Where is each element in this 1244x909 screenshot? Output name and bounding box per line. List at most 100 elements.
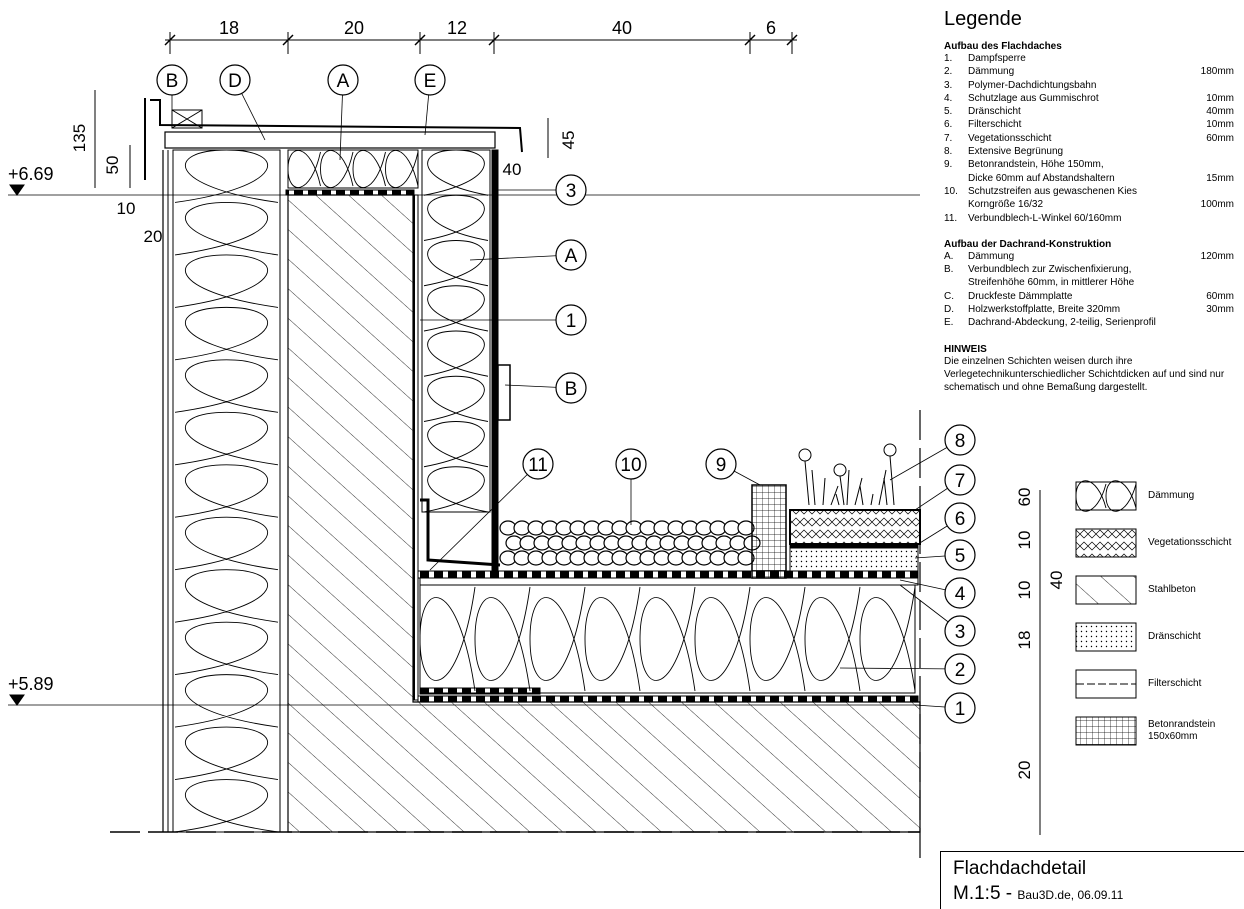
edge-layer-item-value: 60mm bbox=[1206, 290, 1234, 302]
callout-label: 1 bbox=[566, 311, 577, 332]
dimension-tick bbox=[282, 34, 294, 46]
callout-label: A bbox=[337, 71, 350, 92]
drain-symbol-label: Dränschicht bbox=[1148, 631, 1201, 642]
roof-layer-item-number: 5. bbox=[944, 106, 953, 118]
drain-symbol bbox=[1075, 622, 1137, 652]
callout-circle bbox=[156, 64, 188, 96]
roof-layer-item-value: 10mm bbox=[1206, 92, 1234, 104]
parapet-membrane bbox=[491, 149, 499, 571]
dimension-label: 135 bbox=[70, 124, 89, 152]
roof-layer-item-text: Vegetationsschicht bbox=[968, 132, 1052, 144]
edge-layer-item-number: C. bbox=[944, 290, 954, 302]
right-dimension-label: 20 bbox=[1015, 761, 1034, 780]
roof-membrane bbox=[417, 570, 919, 579]
edge-layer-item-text: Dämmung bbox=[968, 250, 1015, 262]
roof-layer-item: 1.Dampfsperre bbox=[944, 52, 1234, 65]
roof-vapour-barrier bbox=[417, 695, 919, 703]
flower bbox=[798, 448, 812, 462]
grass-blade bbox=[830, 485, 839, 506]
note-text: Die einzelnen Schichten weisen durch ihr… bbox=[944, 355, 1225, 393]
dimension-label: 45 bbox=[559, 131, 578, 150]
callout-leader bbox=[839, 667, 961, 670]
roof-layer-item-text: Dampfsperre bbox=[968, 53, 1026, 64]
dimension-tick bbox=[488, 34, 500, 46]
gravel-strip bbox=[499, 520, 761, 566]
drawing-title: Flachdachdetail bbox=[953, 858, 1087, 879]
callout-label: 9 bbox=[716, 455, 727, 476]
roof-layer-item-number: 10. bbox=[944, 185, 958, 197]
callout-circle bbox=[219, 64, 251, 96]
level-label: +6.69 bbox=[8, 164, 54, 184]
roof-layer-item-text: Dränschicht bbox=[968, 106, 1021, 118]
callout-circle bbox=[555, 239, 587, 271]
roof-layer-item-text: Betonrandstein, Höhe 150mm, Dicke 60mm a… bbox=[968, 159, 1115, 184]
flower-stem bbox=[804, 460, 810, 506]
roof-layer-item-number: 11. bbox=[944, 212, 958, 224]
callout-label: 1 bbox=[955, 699, 966, 720]
fixing-block bbox=[171, 109, 203, 129]
callout-label: 2 bbox=[955, 660, 966, 681]
curb-symbol-label: Betonrandstein 150x60mm bbox=[1148, 719, 1216, 742]
dimension-label: 40 bbox=[503, 160, 522, 179]
callout-circle bbox=[555, 304, 587, 336]
right-dimension-label: 10 bbox=[1015, 581, 1034, 600]
right-dimension-label: 40 bbox=[1047, 571, 1066, 590]
callout-circle bbox=[555, 372, 587, 404]
edge-layer-item-value: 120mm bbox=[1200, 250, 1234, 262]
roof-layer-item-number: 3. bbox=[944, 79, 953, 91]
vapour-barrier-top bbox=[285, 189, 415, 196]
callout-circle bbox=[944, 692, 976, 724]
right-dimension-label: 10 bbox=[1015, 531, 1034, 550]
right-dimension-label: 60 bbox=[1015, 488, 1034, 507]
rubber-protection-layer bbox=[419, 577, 919, 586]
grass-blade bbox=[822, 477, 826, 506]
edge-layer-item-value: 30mm bbox=[1206, 304, 1234, 316]
top-dimension-label: 6 bbox=[766, 18, 776, 38]
insulation-outline bbox=[172, 149, 281, 833]
roof-layer-item-number: 8. bbox=[944, 146, 953, 158]
callout-circle bbox=[944, 653, 976, 685]
roof-layer-item-number: 9. bbox=[944, 159, 953, 171]
parapet-coping bbox=[144, 98, 523, 180]
legend-title: Legende bbox=[944, 8, 1022, 30]
edge-layer-item-number: D. bbox=[944, 304, 954, 316]
callout-label: 11 bbox=[528, 455, 548, 476]
roof-layer-item-value: 10mm bbox=[1206, 119, 1234, 131]
dimension-tick bbox=[786, 34, 798, 46]
edge-layer-item: E.Dachrand-Abdeckung, 2-teilig, Serienpr… bbox=[944, 316, 1234, 329]
dimension-label: 10 bbox=[117, 199, 136, 218]
roof-layer-item-value: 100mm bbox=[1200, 199, 1234, 211]
callout-circle bbox=[944, 577, 976, 609]
roof-layer-item-value: 180mm bbox=[1200, 66, 1234, 78]
top-dimension-label: 12 bbox=[447, 18, 467, 38]
drawing-scale-line: M.1:5 - Bau3D.de, 06.09.11 bbox=[953, 883, 1123, 905]
callout-circle bbox=[944, 464, 976, 496]
vegetation-symbol-label: Vegetationsschicht bbox=[1148, 537, 1232, 548]
filter-symbol-label: Filterschicht bbox=[1148, 678, 1202, 689]
level-label: +5.89 bbox=[8, 674, 54, 694]
top-dimension-label: 18 bbox=[219, 18, 239, 38]
callout-leader bbox=[469, 254, 572, 261]
roof-layer-item-number: 6. bbox=[944, 119, 953, 131]
callout-label: 8 bbox=[955, 431, 966, 452]
extensive-greening bbox=[798, 443, 897, 506]
grass-blade bbox=[811, 469, 816, 506]
edge-layer-item-text: Verbundblech zur Zwischenfixierung, Stre… bbox=[968, 264, 1135, 289]
right-dimension-label: 18 bbox=[1015, 631, 1034, 650]
callout-label: A bbox=[565, 246, 578, 267]
callout-label: 6 bbox=[955, 509, 966, 530]
callout-label: 5 bbox=[955, 546, 966, 567]
insulation-layers bbox=[172, 149, 916, 833]
drawing-source: Bau3D.de, 06.09.11 bbox=[1017, 888, 1124, 902]
insulation-loops bbox=[174, 149, 279, 833]
callout-circle bbox=[944, 615, 976, 647]
callout-circle bbox=[705, 448, 737, 480]
edge-layer-item-text: Druckfeste Dämmplatte bbox=[968, 290, 1073, 302]
